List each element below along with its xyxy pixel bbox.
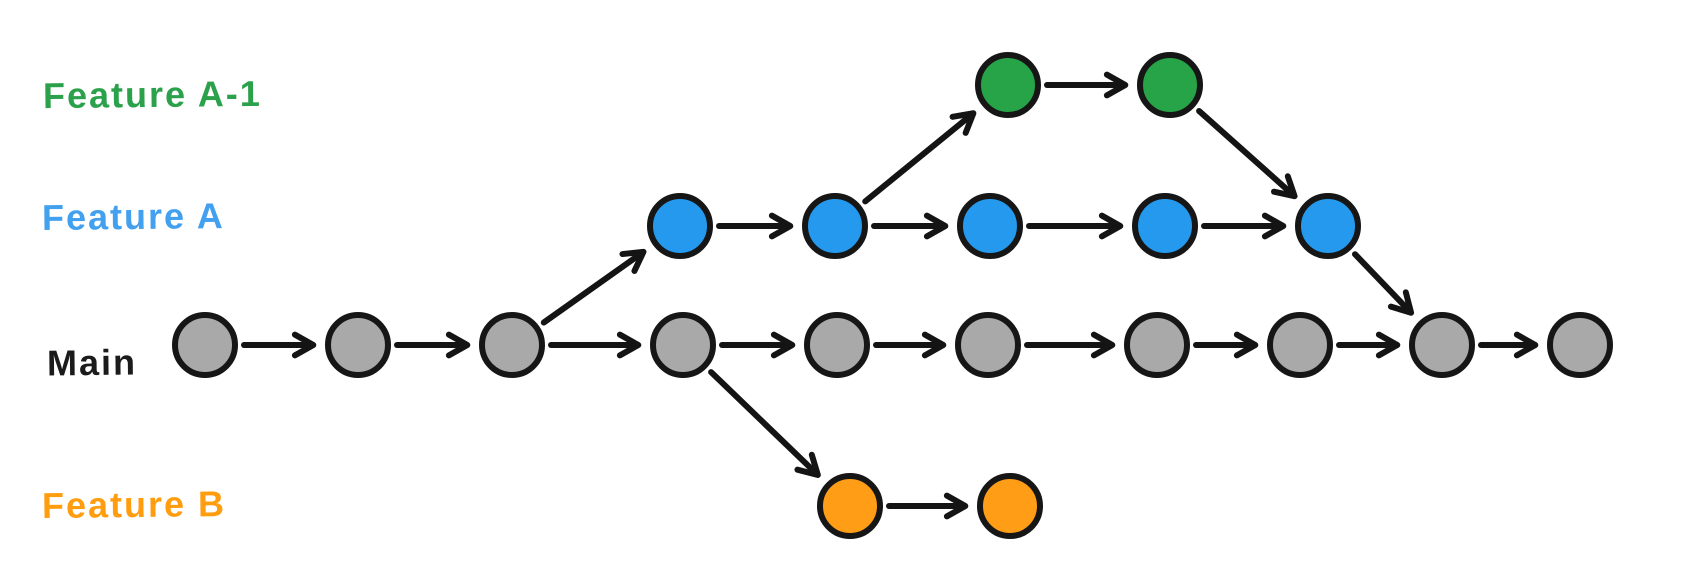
commit-node-feature-a1-g1 [975, 52, 1041, 118]
merge-arrow-g2-a5 [1196, 108, 1298, 200]
commit-node-feature-a-a4 [1132, 193, 1198, 259]
branch-arrow-m4-b1 [708, 369, 821, 478]
merge-arrow-a5-m9 [1352, 251, 1415, 316]
commit-node-feature-b-b2 [977, 473, 1043, 539]
commit-node-main-m3 [479, 312, 545, 378]
commit-node-feature-a-a3 [957, 193, 1023, 259]
commit-node-main-m6 [955, 312, 1021, 378]
commit-node-feature-a-a5 [1295, 193, 1361, 259]
commit-node-main-m2 [325, 312, 391, 378]
commit-node-feature-a1-g2 [1137, 52, 1203, 118]
commit-node-feature-b-b1 [817, 473, 883, 539]
branch-arrow-a2-g1 [862, 110, 977, 205]
commit-node-main-m5 [804, 312, 870, 378]
commit-node-main-m4 [650, 312, 716, 378]
commit-node-feature-a-a1 [647, 193, 713, 259]
commit-node-main-m10 [1547, 312, 1613, 378]
commit-node-main-m9 [1409, 312, 1475, 378]
commit-node-feature-a-a2 [802, 193, 868, 259]
commit-node-main-m1 [172, 312, 238, 378]
commit-node-main-m7 [1124, 312, 1190, 378]
commit-node-main-m8 [1267, 312, 1333, 378]
branch-arrow-m3-a1 [540, 248, 647, 326]
